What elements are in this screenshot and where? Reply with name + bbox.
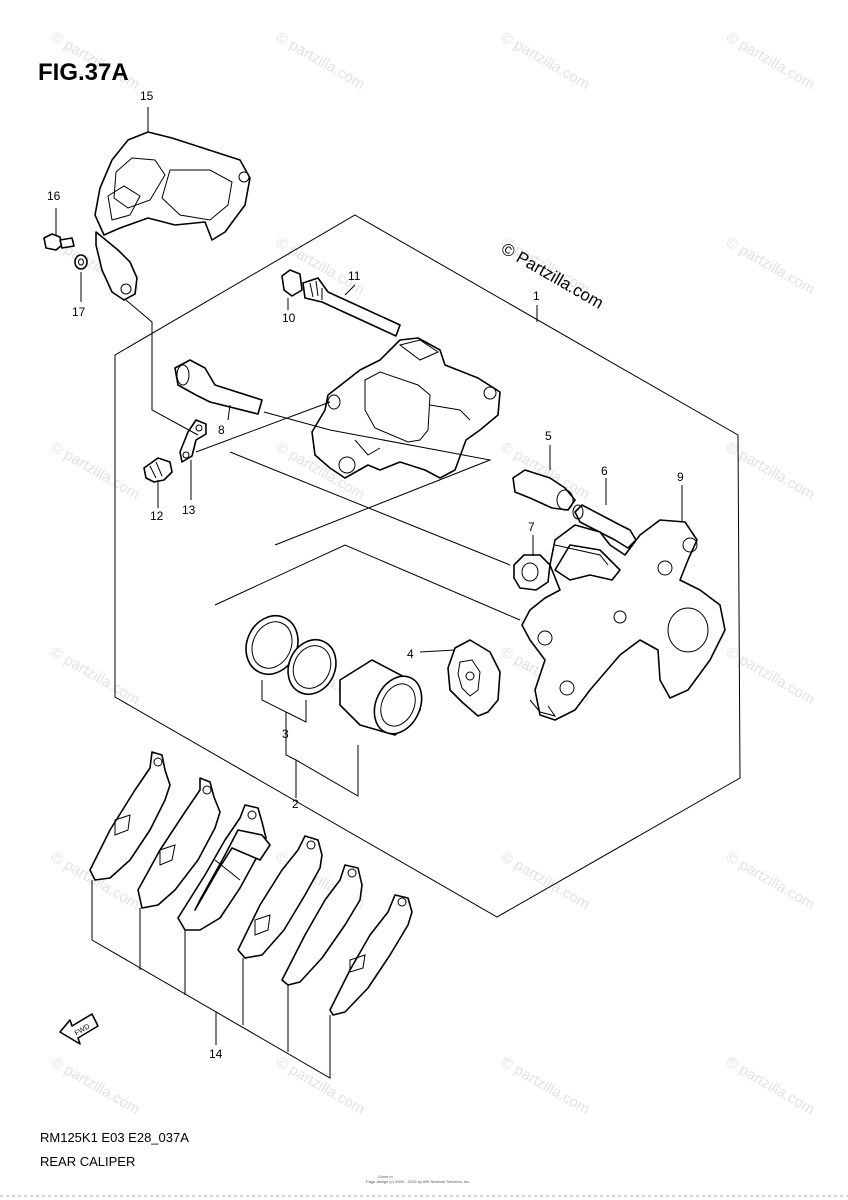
- pad-spring-part[interactable]: [447, 639, 501, 717]
- tiled-watermark: © partzilla.com: [723, 644, 818, 708]
- tiled-watermark: © partzilla.com: [48, 439, 143, 503]
- piston-part[interactable]: [339, 659, 431, 741]
- tiled-watermark: © partzilla.com: [723, 849, 818, 913]
- pad-pin-part[interactable]: [302, 277, 401, 337]
- callout-6: 6: [601, 464, 608, 478]
- tiled-watermark: © partzilla.com: [723, 1054, 818, 1118]
- tiled-watermark: © partzilla.com: [498, 849, 593, 913]
- figure-title: FIG.37A: [38, 59, 129, 86]
- model-code: RM125K1 E03 E28_037A: [40, 1130, 189, 1145]
- tiled-watermark: © partzilla.com: [723, 29, 818, 93]
- callout-5: 5: [545, 429, 552, 443]
- callout-13: 13: [182, 503, 196, 517]
- rubber-boot-part[interactable]: [513, 554, 551, 591]
- slide-pin-part[interactable]: [174, 359, 263, 415]
- plug-part[interactable]: [281, 269, 303, 297]
- washer-part[interactable]: [74, 254, 88, 270]
- copyright-text: Page design (c) 2004 - 2019 by ARI Netwo…: [366, 1179, 470, 1184]
- guard-bolt-part[interactable]: [43, 233, 75, 251]
- boot-part[interactable]: [512, 469, 576, 511]
- fwd-arrow-icon: FWD: [59, 1013, 99, 1045]
- tiled-watermark: © partzilla.com: [48, 1054, 143, 1118]
- callout-2: 2: [292, 797, 299, 811]
- callout-16: 16: [47, 189, 61, 203]
- callout-14: 14: [209, 1047, 223, 1061]
- callout-1: 1: [533, 289, 540, 303]
- callout-15: 15: [140, 89, 154, 103]
- callout-17: 17: [72, 305, 86, 319]
- callouts: 15 16 17 11 10 1 8 5 6 9 12 13 7 4 3 2 1…: [47, 89, 684, 1061]
- tiled-watermark: © partzilla.com: [273, 29, 368, 93]
- caliper-bracket-part[interactable]: [521, 519, 726, 721]
- assembly-outline: [114, 214, 741, 918]
- tiled-watermark: © partzilla.com: [498, 29, 593, 93]
- bleeder-valve-part[interactable]: [143, 457, 173, 483]
- tiled-watermark: © partzilla.com: [48, 644, 143, 708]
- callout-12: 12: [150, 509, 164, 523]
- callout-7: 7: [528, 520, 535, 534]
- leader-lines: [55, 107, 683, 1079]
- tiled-watermark: © partzilla.com: [498, 1054, 593, 1118]
- tiled-watermark: © partzilla.com: [723, 234, 818, 298]
- piston-seal-part[interactable]: [237, 607, 345, 702]
- brake-pad-set-part[interactable]: [89, 751, 413, 1016]
- callout-11: 11: [348, 269, 361, 283]
- caliper-guard-part[interactable]: [94, 131, 251, 301]
- section-name: REAR CALIPER: [40, 1154, 135, 1169]
- callout-9: 9: [677, 470, 684, 484]
- tiled-watermark: © partzilla.com: [273, 1054, 368, 1118]
- bleeder-cap-part[interactable]: [179, 419, 207, 463]
- caliper-body-part[interactable]: [311, 337, 501, 479]
- zoom-text: Zoom In: [378, 1174, 393, 1179]
- tiled-watermark: © partzilla.com: [723, 439, 818, 503]
- callout-4: 4: [407, 647, 414, 661]
- callout-8: 8: [218, 423, 225, 437]
- callout-3: 3: [282, 727, 289, 741]
- brand-watermark: © Partzilla.com: [498, 239, 607, 313]
- callout-10: 10: [282, 311, 296, 325]
